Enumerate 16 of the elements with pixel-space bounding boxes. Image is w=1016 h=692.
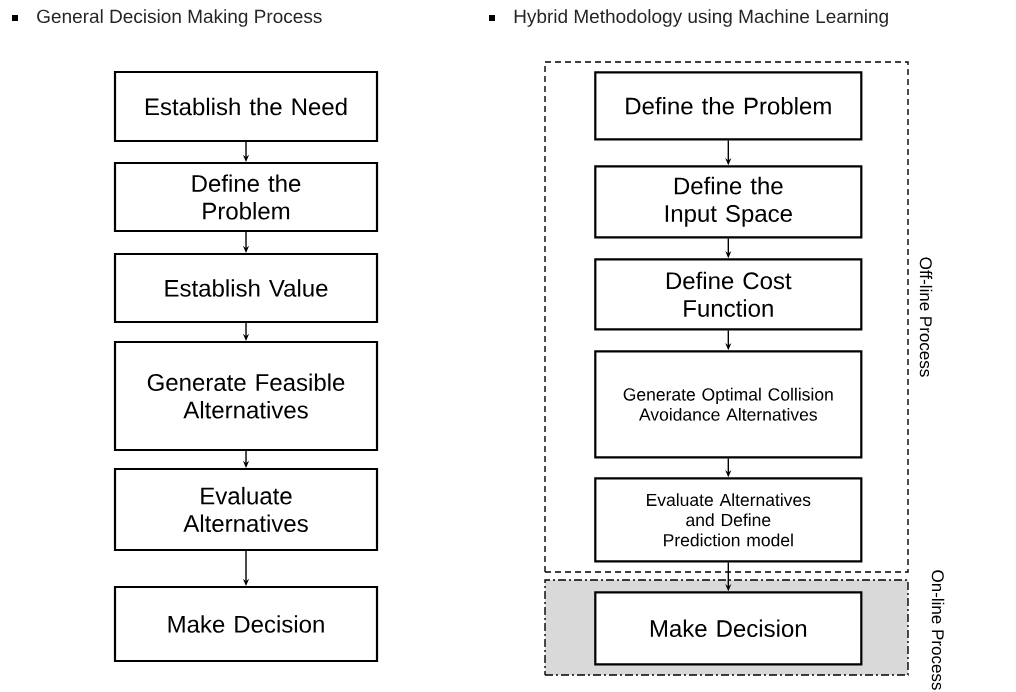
column-heading: General Decision Making Process <box>37 9 322 27</box>
process-box: Generate Feasible Alternatives <box>113 340 379 452</box>
column-heading: Hybrid Methodology using Machine Learning <box>514 9 888 27</box>
process-box: Make Decision <box>113 585 379 663</box>
process-box: Define the Input Space <box>594 165 863 239</box>
process-box: Establish Value <box>113 252 379 324</box>
process-box: Define the Problem <box>594 71 863 141</box>
process-box: Define Cost Function <box>594 258 863 331</box>
process-box: Evaluate Alternatives and Define Prediction model <box>594 477 863 563</box>
process-box: Establish the Need <box>113 70 379 143</box>
region-label: On-line Process <box>931 570 945 690</box>
process-box: Evaluate Alternatives <box>113 467 379 552</box>
process-box: Generate Optimal Collision Avoidance Alternatives <box>594 350 863 459</box>
region-label: Off-line Process <box>919 257 933 377</box>
process-box: Define the Problem <box>113 161 379 233</box>
process-box: Make Decision <box>594 591 863 666</box>
